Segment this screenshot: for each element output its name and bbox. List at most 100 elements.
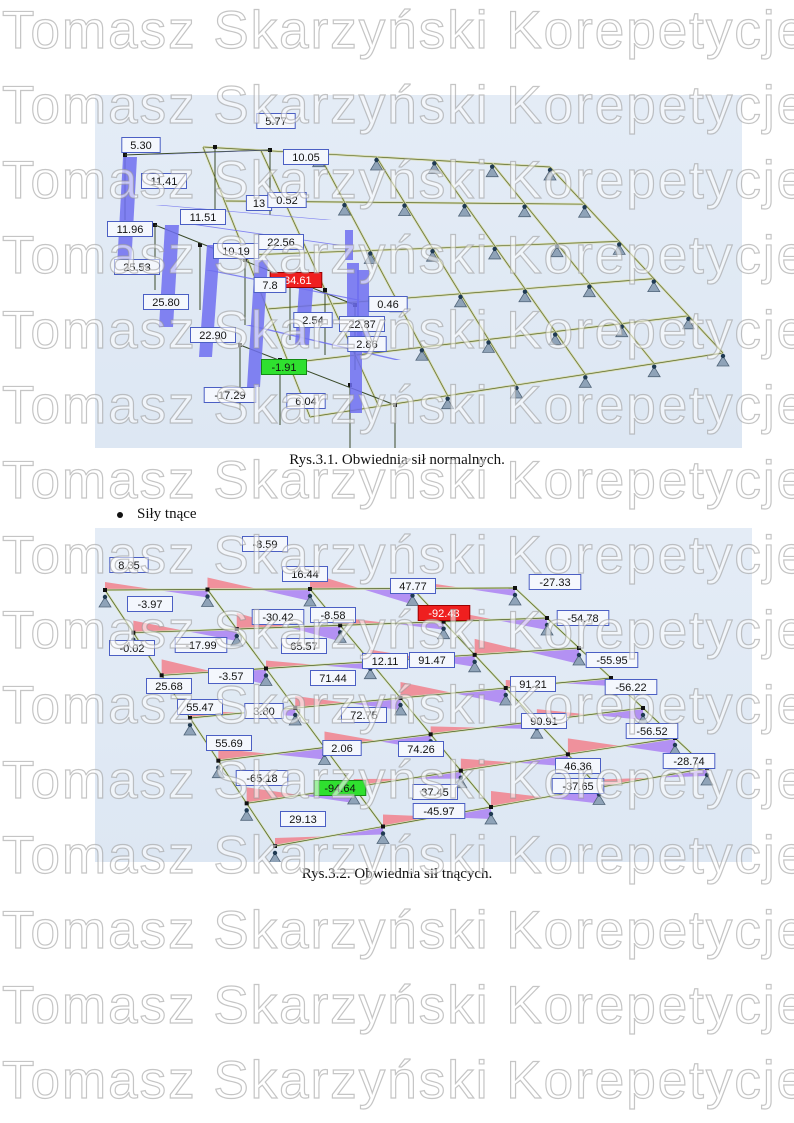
support-icon — [484, 813, 498, 825]
frame-top-chord — [124, 149, 271, 156]
grid-node — [441, 619, 446, 624]
frame-node — [243, 258, 247, 262]
support-node — [419, 348, 425, 353]
support-node — [640, 712, 646, 718]
value-label: -3.97 — [137, 599, 162, 611]
grid-node — [293, 706, 298, 710]
value-label-box — [251, 609, 305, 625]
value-label: 0.52 — [276, 195, 297, 207]
value-label: 0.46 — [377, 299, 398, 311]
support-node — [503, 692, 508, 698]
value-label: 11.51 — [190, 212, 217, 224]
support-icon — [577, 206, 592, 218]
support-icon — [578, 376, 593, 388]
normal-force-band — [150, 150, 272, 155]
value-label: -56.22 — [615, 682, 646, 694]
watermark-line: Tomasz Skarzyński Korepetycje©To — [1, 901, 794, 960]
grid-node — [234, 627, 239, 631]
normal-force-band — [350, 321, 362, 413]
grid-node — [338, 623, 343, 628]
value-label-box — [203, 387, 257, 403]
grid-node — [545, 616, 549, 620]
shear-positive-area — [218, 748, 272, 761]
value-label: 11.41 — [151, 176, 178, 188]
figure1-caption: Rys.3.1. Obwiednia sił normalnych. — [289, 452, 505, 468]
support-icon — [211, 766, 226, 779]
normal-force-band — [345, 230, 353, 260]
support-icon — [347, 793, 361, 805]
support-node — [205, 594, 210, 599]
shear-forces-structure: -8.598.3516.4447.77-27.33-3.97-30.42-8.5… — [98, 536, 716, 862]
value-label-box — [190, 327, 236, 343]
support-icon — [425, 250, 440, 262]
support-node — [458, 294, 463, 299]
shear-positive-area — [133, 620, 186, 633]
value-label-box — [313, 780, 367, 796]
value-label: -0.02 — [119, 643, 144, 655]
support-node — [651, 279, 656, 284]
shear-negative-area — [589, 708, 643, 720]
shear-positive-area — [207, 577, 259, 590]
shear-negative-area — [318, 661, 371, 670]
support-icon — [540, 624, 554, 636]
value-label-box — [625, 723, 679, 739]
support-node — [337, 630, 343, 635]
grid-node — [565, 752, 570, 757]
support-icon — [543, 169, 557, 181]
bullet-text: Siły tnące — [137, 506, 197, 522]
value-label-box — [107, 221, 153, 237]
shear-negative-area — [258, 589, 310, 601]
support-icon — [200, 595, 215, 607]
support-icon — [572, 654, 586, 666]
grid-node — [308, 587, 312, 591]
support-icon — [363, 252, 377, 264]
value-label-box — [281, 638, 327, 654]
support-node — [512, 592, 518, 598]
grid-node — [205, 587, 210, 592]
value-label-box — [109, 557, 149, 573]
value-label-box — [174, 637, 228, 653]
support-node — [374, 157, 379, 163]
value-label-box — [398, 741, 444, 757]
support-node — [402, 203, 407, 208]
value-label: 91.21 — [519, 679, 547, 691]
shear-positive-area — [246, 787, 301, 804]
value-label-box — [244, 703, 284, 719]
support-node — [187, 722, 193, 728]
value-label: -56.52 — [636, 726, 667, 738]
value-label: 5.77 — [265, 116, 286, 128]
support-node — [307, 593, 313, 599]
support-icon — [230, 635, 244, 647]
value-label: 37.45 — [421, 787, 449, 799]
grid-node — [273, 844, 277, 848]
bullet-dot — [117, 511, 123, 518]
shear-positive-area — [266, 660, 319, 669]
frame-node — [198, 243, 202, 247]
value-label: -45.97 — [423, 806, 454, 818]
value-label: 8.35 — [118, 560, 139, 572]
support-node — [244, 808, 249, 813]
support-node — [552, 332, 558, 337]
shear-negative-area — [347, 698, 401, 710]
value-label: 11.96 — [117, 224, 144, 236]
grid-node — [103, 588, 107, 592]
support-icon — [269, 852, 281, 862]
value-label: 71.44 — [319, 673, 347, 685]
support-icon — [363, 667, 378, 680]
value-label-box — [412, 784, 458, 800]
grid-node — [609, 676, 613, 680]
shear-negative-area — [621, 738, 675, 754]
shear-negative-area — [156, 589, 208, 598]
value-label-box — [310, 607, 356, 623]
support-icon — [393, 704, 408, 716]
value-label: -94.64 — [324, 783, 355, 795]
value-label: 13 — [253, 198, 265, 210]
support-node — [576, 652, 582, 658]
support-icon — [333, 631, 347, 643]
support-icon — [98, 596, 112, 608]
support-node — [445, 396, 450, 401]
value-label-box — [208, 668, 254, 684]
support-icon — [548, 333, 562, 345]
support-node — [583, 375, 588, 380]
value-label-box — [362, 653, 408, 669]
